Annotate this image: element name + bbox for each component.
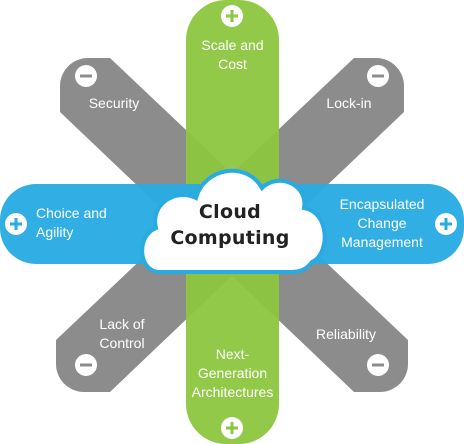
label-scale-and-cost: Scale and Cost [201, 37, 264, 72]
label-next-generation-architectures: Next- Generation Architectures [191, 346, 274, 400]
label-lack-of-control: Lack of Control [99, 316, 145, 351]
minus-icon-lock-in [367, 65, 389, 87]
label-choice-and-agility: Choice and Agility [36, 205, 107, 240]
plus-icon-choice-agility [5, 213, 27, 235]
minus-icon-security [75, 65, 97, 87]
plus-icon-encapsulated-change [435, 213, 457, 235]
label-lock-in: Lock-in [326, 95, 372, 111]
label-reliability: Reliability [316, 326, 376, 342]
label-encapsulated-change-management: Encapsulated Change Management [339, 196, 425, 250]
plus-icon-next-generation [221, 417, 243, 439]
minus-icon-lack-of-control [75, 354, 97, 376]
center-title: Cloud Computing [170, 201, 290, 249]
label-security: Security [88, 95, 140, 111]
cloud-shape [140, 168, 327, 274]
minus-icon-reliability [367, 354, 389, 376]
plus-icon-scale-cost [221, 5, 243, 27]
